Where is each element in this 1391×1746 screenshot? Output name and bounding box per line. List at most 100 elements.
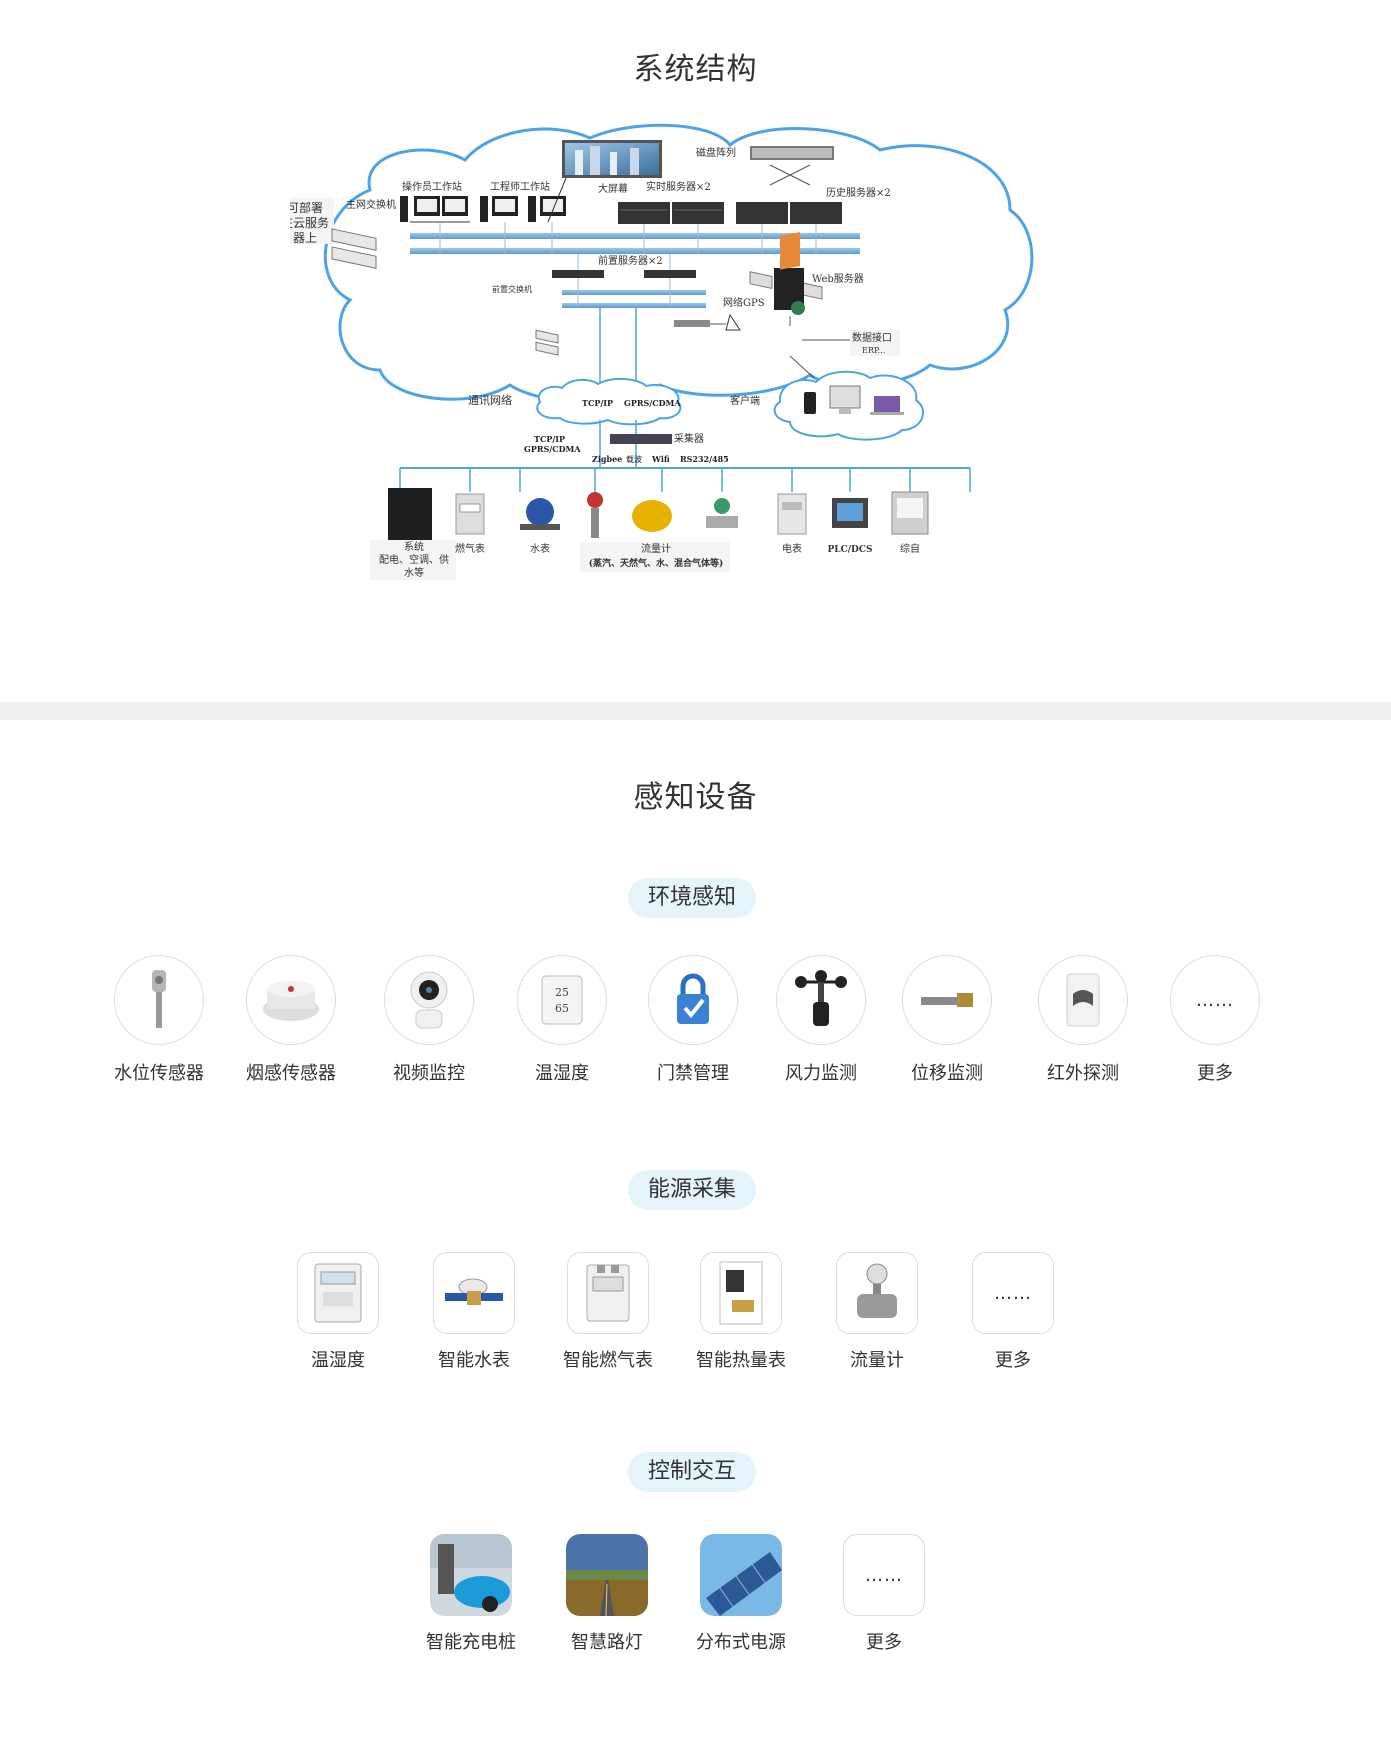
env-item-water-level[interactable]: 水位传感器 xyxy=(104,955,214,1085)
system-structure-title: 系统结构 xyxy=(633,52,758,87)
energy-label-gas: 智能燃气表 xyxy=(563,1350,653,1371)
device-plc-label: PLC/DCS xyxy=(827,545,872,555)
device-gas-label: 燃气表 xyxy=(455,542,485,555)
svg-text:65: 65 xyxy=(555,1002,569,1015)
env-item-access[interactable]: 门禁管理 xyxy=(638,955,748,1085)
more-icon: …… xyxy=(843,1534,925,1616)
protocol-rs232: RS232/485 xyxy=(680,454,729,464)
control-item-charging[interactable]: 智能充电桩 xyxy=(416,1534,526,1654)
front-bus-2 xyxy=(562,303,706,308)
cloud-boundary xyxy=(323,123,1034,404)
firewall-icon xyxy=(780,232,800,270)
device-flow-line2: (蒸汽、天然气、水、混合气体等) xyxy=(589,557,724,569)
solar-panel-icon xyxy=(700,1534,782,1616)
web-server-label: Web服务器 xyxy=(812,272,864,285)
electric-meter-icon xyxy=(297,1252,379,1334)
main-bus-1 xyxy=(410,233,860,239)
flow-meter-icon xyxy=(836,1252,918,1334)
env-item-more[interactable]: …… 更多 xyxy=(1160,955,1270,1085)
camera-icon xyxy=(384,955,474,1045)
energy-item-gas[interactable]: 智能燃气表 xyxy=(553,1252,663,1372)
front-server-label: 前置服务器×2 xyxy=(598,254,663,267)
big-screen-label: 大屏幕 xyxy=(598,182,628,195)
charging-pile-icon xyxy=(430,1534,512,1616)
history-server-label: 历史服务器×2 xyxy=(826,186,891,199)
elec-meter-device-icon xyxy=(777,493,807,535)
energy-label-elec: 温湿度 xyxy=(311,1350,365,1371)
more-icon: …… xyxy=(1170,955,1260,1045)
water-meter-icon xyxy=(433,1252,515,1334)
control-pill[interactable]: 控制交互 xyxy=(628,1452,756,1492)
env-item-wind[interactable]: 风力监测 xyxy=(766,955,876,1085)
control-label-more: 更多 xyxy=(866,1632,902,1653)
environment-pill[interactable]: 环境感知 xyxy=(628,878,756,918)
operator-station-icon xyxy=(400,196,470,223)
integrated-device-icon xyxy=(891,491,929,535)
infrared-detector-icon xyxy=(1038,955,1128,1045)
energy-item-more[interactable]: …… 更多 xyxy=(958,1252,1068,1372)
env-item-displacement[interactable]: 位移监测 xyxy=(892,955,1002,1085)
device-system-line2: 配电、空调、供 xyxy=(379,553,449,566)
comm-network-label: 通讯网络 xyxy=(468,393,512,407)
more-icon: …… xyxy=(972,1252,1054,1334)
control-label-solar: 分布式电源 xyxy=(696,1632,786,1653)
energy-item-water[interactable]: 智能水表 xyxy=(419,1252,529,1372)
client-label: 客户端 xyxy=(730,394,760,407)
device-elec-label: 电表 xyxy=(782,542,802,555)
heat-meter-icon xyxy=(700,1252,782,1334)
energy-pill[interactable]: 能源采集 xyxy=(628,1170,756,1210)
protocol-zigbee: Zigbee xyxy=(592,454,622,464)
smoke-sensor-icon xyxy=(246,955,336,1045)
env-label-more: 更多 xyxy=(1197,1063,1233,1084)
history-server-icon xyxy=(736,202,842,224)
realtime-server-icon xyxy=(618,202,724,224)
anemometer-icon xyxy=(776,955,866,1045)
energy-label-heat: 智能热量表 xyxy=(696,1350,786,1371)
env-label-wind: 风力监测 xyxy=(785,1063,857,1084)
energy-label-water: 智能水表 xyxy=(438,1350,510,1371)
env-item-infrared[interactable]: 红外探测 xyxy=(1028,955,1138,1085)
control-label-charging: 智能充电桩 xyxy=(426,1632,516,1653)
fiber-switch-icon xyxy=(749,271,823,300)
control-item-more[interactable]: …… 更多 xyxy=(829,1534,939,1654)
displacement-sensor-icon xyxy=(902,955,992,1045)
engineer-station-label: 工程师工作站 xyxy=(490,180,550,193)
device-system-label-box: 系统 配电、空调、供 水等 xyxy=(370,540,456,580)
front-switch-icon xyxy=(535,329,559,356)
energy-item-elec[interactable]: 温湿度 xyxy=(283,1252,393,1372)
system-cabinet-icon xyxy=(388,488,432,542)
device-flow-label-box: 流量计 (蒸汽、天然气、水、混合气体等) xyxy=(580,542,730,572)
water-level-sensor-icon xyxy=(114,955,204,1045)
collector-icon xyxy=(610,434,672,444)
data-interface-line1: 数据接口 xyxy=(852,331,892,344)
protocol-wifi: Wifi xyxy=(651,454,670,464)
access-lock-icon xyxy=(648,955,738,1045)
env-label-water-level: 水位传感器 xyxy=(114,1063,204,1084)
collector-label: 采集器 xyxy=(674,432,704,445)
left-gprs-label: GPRS/CDMA xyxy=(524,444,581,454)
control-label-streetlight: 智慧路灯 xyxy=(571,1632,643,1653)
control-item-solar[interactable]: 分布式电源 xyxy=(686,1534,796,1654)
data-interface-line2: ERP... xyxy=(862,346,885,355)
device-system-line3: 水等 xyxy=(404,566,424,579)
more-dots: …… xyxy=(994,1282,1032,1304)
deploy-note-line2: 在云服务 xyxy=(290,215,329,230)
device-water-label: 水表 xyxy=(530,542,550,555)
energy-item-flow[interactable]: 流量计 xyxy=(822,1252,932,1372)
sensing-title: 感知设备 xyxy=(633,780,758,815)
front-bus-1 xyxy=(562,290,706,295)
more-dots: …… xyxy=(1196,989,1234,1011)
system-architecture-diagram: 可部署 在云服务 器上 主网交换机 操作员工作站 工程师工作站 大屏幕 实时服务… xyxy=(290,123,1034,580)
env-item-video[interactable]: 视频监控 xyxy=(374,955,484,1085)
deploy-note-line3: 器上 xyxy=(293,231,317,245)
gas-meter-device-icon xyxy=(455,493,485,535)
env-label-smoke: 烟感传感器 xyxy=(246,1063,336,1084)
control-item-streetlight[interactable]: 智慧路灯 xyxy=(552,1534,662,1654)
operator-station-label: 操作员工作站 xyxy=(402,180,462,193)
energy-item-heat[interactable]: 智能热量表 xyxy=(686,1252,796,1372)
env-item-smoke[interactable]: 烟感传感器 xyxy=(236,955,346,1085)
env-label-access: 门禁管理 xyxy=(657,1063,729,1084)
deploy-note: 可部署 在云服务 器上 xyxy=(290,198,334,245)
